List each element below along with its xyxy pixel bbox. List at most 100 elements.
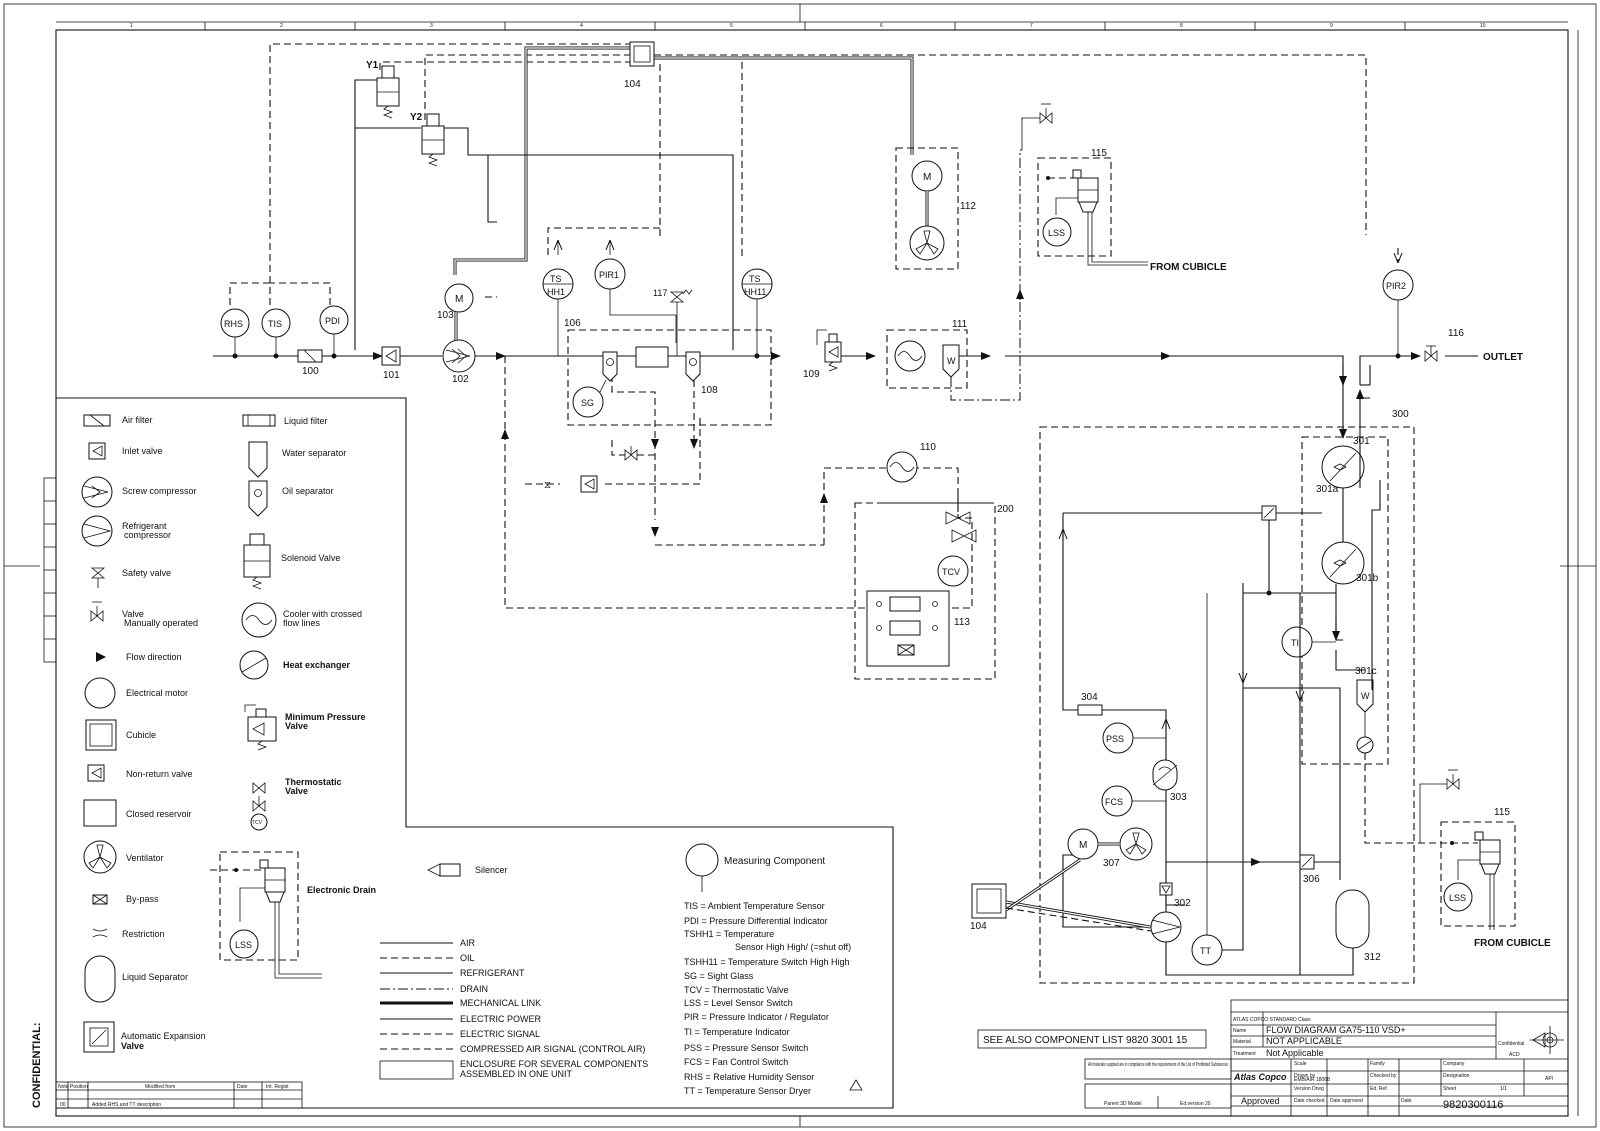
tb-label-date-checked: Date checked xyxy=(1294,1098,1325,1104)
col-num-2: 2 xyxy=(280,23,283,29)
sensor-tshh1[interactable] xyxy=(542,241,574,356)
line-legend-control-air: COMPRESSED AIR SIGNAL (CONTROL AIR) xyxy=(460,1044,645,1054)
min-pressure-valve-109[interactable] xyxy=(816,329,842,372)
manual-valve-top[interactable] xyxy=(1021,103,1053,150)
legend-valve-2: Manually operated xyxy=(124,618,198,628)
tb-model-label: Parent 3D Model xyxy=(1104,1101,1142,1107)
tb-company-line: ATLAS COPCO STANDARD Class xyxy=(1233,1017,1311,1023)
sensor-pss[interactable] xyxy=(1102,722,1166,754)
screw-compressor-102[interactable] xyxy=(442,339,476,373)
abbr-tshh11: TSHH11 = Temperature Switch High High xyxy=(684,957,850,967)
ventilator-112[interactable] xyxy=(909,225,945,261)
oil-separator-108[interactable] xyxy=(685,351,701,382)
aftercooler[interactable] xyxy=(894,340,926,372)
enclosure-200 xyxy=(854,502,996,680)
heat-exchanger-301a[interactable] xyxy=(1321,445,1365,489)
label-fcs: FCS xyxy=(1105,797,1123,807)
legend-safety-valve: Safety valve xyxy=(122,568,171,578)
abbr-fcs: FCS = Fan Control Switch xyxy=(684,1057,788,1067)
tb-sheet-value: 1/1 xyxy=(1500,1086,1507,1092)
expansion-valve-top[interactable] xyxy=(1261,505,1277,521)
sensor-fcs[interactable] xyxy=(1101,785,1166,817)
outlet-valve-116[interactable] xyxy=(1424,345,1438,362)
drain-valve-301c[interactable] xyxy=(1356,736,1374,754)
line-legend-air: AIR xyxy=(460,938,476,948)
label-303: 303 xyxy=(1170,792,1187,803)
condenser-303[interactable] xyxy=(1152,759,1178,791)
tb-drawing-number: 9820300116 xyxy=(1443,1099,1503,1111)
legend-electronic-drain: Electronic Drain xyxy=(307,885,376,895)
legend-liquid-separator: Liquid Separator xyxy=(122,972,188,982)
sensor-pdi[interactable] xyxy=(319,305,349,359)
tb-label-version: Version Drwg xyxy=(1294,1086,1324,1092)
water-separator-111[interactable] xyxy=(942,344,960,378)
manual-valve-drain[interactable] xyxy=(611,440,655,461)
solenoid-valve-y2[interactable] xyxy=(421,113,445,167)
lss-bottom[interactable] xyxy=(1443,882,1473,912)
label-hh11: HH11 xyxy=(744,287,766,297)
label-hh1: HH1 xyxy=(547,287,565,297)
motor-112[interactable] xyxy=(911,160,943,226)
refrigerant-compressor-302[interactable] xyxy=(1150,911,1182,943)
title-block xyxy=(1084,999,1569,1117)
sensor-rhs[interactable] xyxy=(220,308,250,359)
solenoid-valve-y1[interactable] xyxy=(376,65,400,119)
non-return-valve-302[interactable] xyxy=(1159,882,1173,896)
enclosure-115-top xyxy=(1037,157,1112,257)
label-200: 200 xyxy=(997,504,1014,515)
label-rhs: RHS xyxy=(224,319,243,329)
oil-separator[interactable] xyxy=(602,351,618,382)
label-301b: 301b xyxy=(1356,573,1379,584)
legend-expansion-2: Valve xyxy=(121,1041,144,1051)
col-num-8: 8 xyxy=(1180,23,1183,29)
thermostatic-valve-tcv[interactable] xyxy=(937,490,977,587)
safety-valve-117[interactable] xyxy=(669,289,693,356)
electronic-drain-115-bottom[interactable] xyxy=(1450,831,1501,930)
inlet-valve-101[interactable] xyxy=(381,346,401,366)
abbr-rhs: RHS = Relative Humidity Sensor xyxy=(684,1072,814,1082)
abbr-lss: LSS = Level Sensor Switch xyxy=(684,998,793,1008)
legend-by-pass: By-pass xyxy=(126,894,159,904)
label-w-301c: W xyxy=(1361,691,1370,701)
col-num-9: 9 xyxy=(1330,23,1333,29)
sensor-tt[interactable] xyxy=(1191,593,1223,966)
sensor-pir2[interactable] xyxy=(1382,248,1414,359)
line-legend-mechanical: MECHANICAL LINK xyxy=(460,998,541,1008)
legend-min-pressure: Minimum Pressure xyxy=(285,712,366,722)
label-pdi: PDI xyxy=(325,316,340,326)
sensor-pir1[interactable] xyxy=(594,241,677,343)
legend-thermostatic-2: Valve xyxy=(285,786,308,796)
water-separator-301c[interactable] xyxy=(1356,679,1374,713)
col-num-7: 7 xyxy=(1030,23,1033,29)
motor-103[interactable] xyxy=(444,283,474,340)
label-lss-top: LSS xyxy=(1048,228,1065,238)
tb-confidentiality: Confidential xyxy=(1498,1041,1524,1047)
label-104-bottom: 104 xyxy=(970,921,987,932)
sight-glass[interactable] xyxy=(572,379,607,418)
air-filter-100[interactable] xyxy=(297,349,323,363)
label-100: 100 xyxy=(302,366,319,377)
electronic-drain-115-top[interactable] xyxy=(1046,169,1148,266)
label-102: 102 xyxy=(452,374,469,385)
label-307: 307 xyxy=(1103,858,1120,869)
manual-valve-bottom[interactable] xyxy=(1419,769,1460,843)
control-lines xyxy=(229,43,1367,350)
liquid-filter-304[interactable] xyxy=(1077,704,1103,716)
ventilator-307[interactable] xyxy=(1098,827,1153,861)
abbr-tt: TT = Temperature Sensor Dryer xyxy=(684,1086,811,1096)
see-also: SEE ALSO COMPONENT LIST 9820 3001 15 xyxy=(983,1035,1188,1046)
expansion-valve-306[interactable] xyxy=(1299,854,1315,870)
label-104: 104 xyxy=(624,79,641,90)
sensor-tis[interactable] xyxy=(261,308,291,359)
oil-cooler-110[interactable] xyxy=(886,451,918,483)
sensor-ti[interactable] xyxy=(1281,626,1336,658)
legend-min-pressure-2: Valve xyxy=(285,721,308,731)
tb-material-value: NOT APPLICABLE xyxy=(1266,1036,1342,1046)
label-115-top: 115 xyxy=(1091,148,1107,159)
legend-closed-reservoir: Closed reservoir xyxy=(126,809,192,819)
liquid-separator-312[interactable] xyxy=(1335,889,1370,949)
non-return-valve-oil[interactable] xyxy=(580,475,598,493)
label-from-cubicle-1: FROM CUBICLE xyxy=(1150,262,1227,273)
sensor-tshh11[interactable] xyxy=(741,268,773,359)
lss-top[interactable] xyxy=(1042,217,1072,247)
